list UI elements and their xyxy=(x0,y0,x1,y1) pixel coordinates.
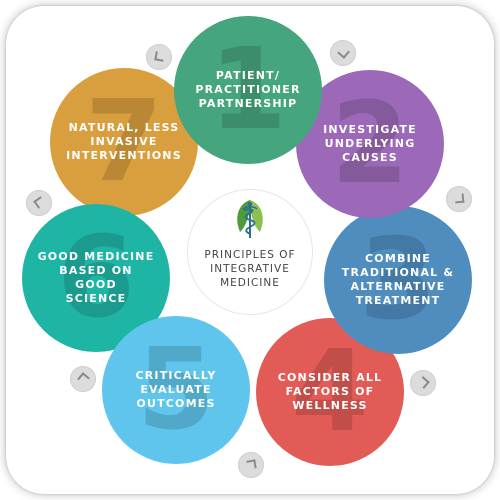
cycle-arrow-icon xyxy=(410,370,436,396)
principle-3-label: COMBINE TRADITIONAL & ALTERNATIVE TREATM… xyxy=(341,252,455,307)
cycle-arrow-icon xyxy=(446,186,472,212)
cycle-arrow-icon xyxy=(330,40,356,66)
principle-5-label: CRITICALLY EVALUATE OUTCOMES xyxy=(135,369,217,410)
cycle-arrow-icon xyxy=(70,366,96,392)
principle-1: 1 PATIENT/ PRACTITIONER PARTNERSHIP xyxy=(174,16,322,164)
caduceus-leaf-icon xyxy=(237,200,263,238)
principle-5: 5 CRITICALLY EVALUATE OUTCOMES xyxy=(102,316,250,464)
cycle-arrow-icon xyxy=(26,190,52,216)
principle-1-label: PATIENT/ PRACTITIONER PARTNERSHIP xyxy=(195,69,301,110)
cycle-arrow-icon xyxy=(238,452,264,478)
principle-2-label: INVESTIGATE UNDERLYING CAUSES xyxy=(323,123,417,164)
principle-4-label: CONSIDER ALL FACTORS OF WELLNESS xyxy=(277,371,383,412)
center-title: PRINCIPLES OF INTEGRATIVE MEDICINE xyxy=(204,249,296,289)
center-hub: PRINCIPLES OF INTEGRATIVE MEDICINE xyxy=(188,190,312,314)
cycle-arrow-icon xyxy=(146,44,172,70)
principle-3: 3 COMBINE TRADITIONAL & ALTERNATIVE TREA… xyxy=(324,206,472,354)
principle-7-label: NATURAL, LESS INVASIVE INTERVENTIONS xyxy=(66,121,182,162)
principle-6-label: GOOD MEDICINE BASED ON GOOD SCIENCE xyxy=(37,250,155,305)
